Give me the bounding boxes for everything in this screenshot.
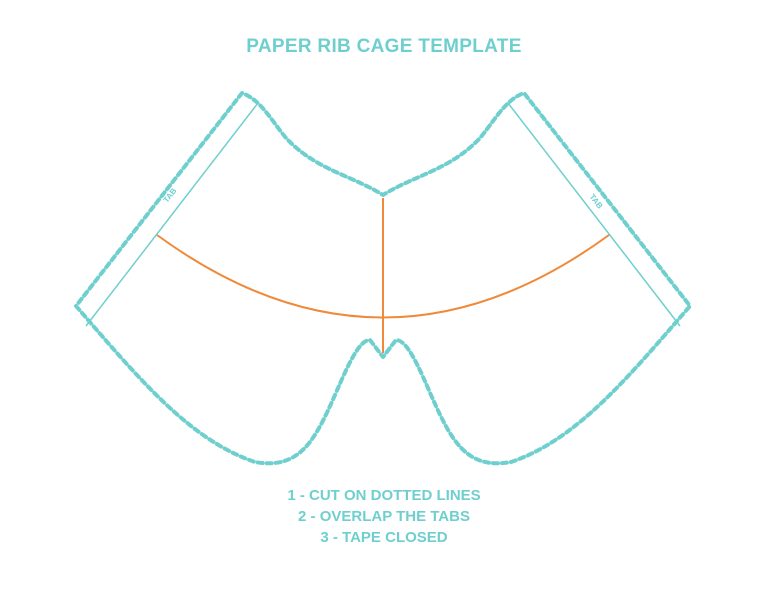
right-tab-fold-line xyxy=(507,102,681,327)
instruction-step-1: 1 - CUT ON DOTTED LINES xyxy=(287,487,481,504)
instructions-list: 1 - CUT ON DOTTED LINES 2 - OVERLAP THE … xyxy=(0,485,768,548)
instruction-step-3: 3 - TAPE CLOSED xyxy=(320,529,448,546)
left-tab-label: TAB xyxy=(162,186,179,204)
left-tab-fold-line xyxy=(85,102,259,327)
instruction-step-2: 2 - OVERLAP THE TABS xyxy=(298,508,470,525)
page-title: PAPER RIB CAGE TEMPLATE xyxy=(246,36,522,57)
cut-outline xyxy=(74,91,692,466)
